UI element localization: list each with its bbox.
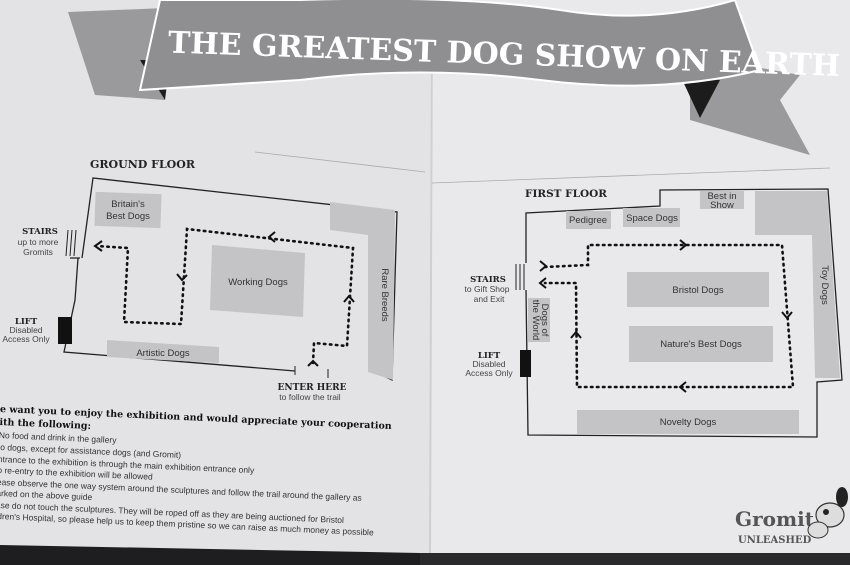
divider [431,167,831,184]
arrow-up-icon [307,359,319,367]
room-novelty-dogs [577,410,799,434]
room-working-dogs [210,245,305,317]
room-space-dogs [623,208,680,227]
lift-icon [58,317,72,344]
lift-label: LIFT [478,351,501,361]
stairs-sub: and Exit [474,294,505,304]
room-label: Bristol Dogs [672,285,723,296]
stairs-label: STAIRS [470,275,506,285]
rule-item: arked on the above guide [0,488,93,502]
room-pedigree [566,211,611,229]
room-label: Show [710,200,734,211]
stairs-sub: Gromits [23,247,53,257]
logo-subtext: UNLEASHED [738,535,812,546]
room-label: Dogs of [539,304,550,337]
arrow-down-icon [176,273,188,282]
room-bristol-dogs [627,272,769,307]
gromit-icon [807,487,848,539]
room-label: Best Dogs [106,211,150,222]
ground-floor-heading: GROUND FLOOR [90,158,196,171]
banner-ribbon [138,0,762,92]
lift-icon [520,350,531,377]
gromit-unleashed-logo: Gromit UNLEASHED [735,487,848,546]
room-artistic-dogs [107,340,219,363]
first-floor-map: FIRST FLOOR Pedigree Space Dogs Best in … [431,167,843,438]
room-label: Novelty Dogs [660,417,717,428]
title-banner: THE GREATEST DOG SHOW ON EARTH ! [68,0,850,155]
room-dogs-of-the-world [528,298,550,342]
shadow [0,545,420,565]
lift-sub: Disabled [9,325,42,335]
enter-here-sub: to follow the trail [279,392,341,402]
lift-sub: Access Only [2,334,50,344]
ground-wall-lower [63,257,296,372]
room-label: Rare Breeds [379,268,390,322]
arrow-right-icon [679,239,688,251]
page-fold [429,0,433,556]
arrow-left-icon [678,381,687,393]
arrow-left-icon [267,231,276,243]
divider [254,151,426,173]
lift-label: LIFT [15,317,38,327]
room-toy-dogs [755,191,840,378]
room-label: Britain's [111,199,145,210]
stairs-icon [65,229,77,257]
room-label: the World [530,300,541,340]
trail-path [543,243,795,389]
stairs-icon [515,264,525,290]
room-britains-best-dogs [94,191,162,229]
arrow-left-icon [538,277,547,289]
first-wall [525,188,843,438]
room-label: Nature's Best Dogs [660,339,742,350]
room-natures-best-dogs [629,326,773,362]
first-floor-heading: FIRST FLOOR [525,188,607,200]
stairs-sub: to Gift Shop [465,284,510,294]
room-label: Space Dogs [626,213,678,224]
enter-here-label: ENTER HERE [278,383,347,393]
room-label: Artistic Dogs [136,348,190,359]
banner-fold-right [680,75,720,118]
banner-left-tail [68,8,165,100]
stairs-sub: up to more [18,237,59,247]
lift-sub: Access Only [465,368,513,378]
lift-sub: Disabled [472,359,505,369]
room-label: Best in [707,191,736,202]
room-label: Toy Dogs [819,265,830,305]
room-label: Working Dogs [228,277,288,288]
arrow-down-icon [781,311,793,320]
ground-floor-map: GROUND FLOOR Britain's Best Dogs Rare Br… [2,151,426,402]
stairs-label: STAIRS [22,227,58,237]
room-rare-breeds [330,202,395,380]
room-best-in-show [700,191,744,209]
rules-heading: ith the following: [0,417,91,432]
arrow-left-icon [93,240,103,252]
arrow-up-icon [570,330,582,339]
logo-text: Gromit [735,507,815,531]
arrow-up-icon [343,294,355,303]
trail-path [95,227,355,365]
room-label: Pedigree [569,215,607,226]
arrow-right-icon [539,260,548,272]
